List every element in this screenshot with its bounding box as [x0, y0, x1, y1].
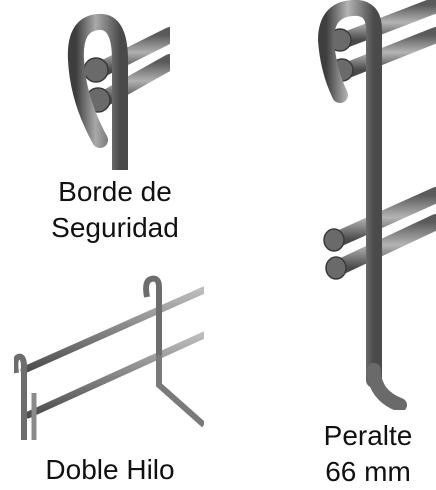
caption-peralte-line1: Peralte	[323, 420, 413, 451]
caption-doble: Doble Hilo	[45, 454, 175, 485]
safety-edge-wire-icon	[67, 13, 170, 170]
double-wire-illustration	[14, 275, 204, 440]
caption-borde-line1: Borde de	[58, 176, 172, 207]
double-wire-icon	[14, 275, 204, 440]
height-profile-wire-icon	[317, 0, 436, 410]
safety-edge-illustration	[60, 0, 170, 170]
caption-borde-line2: Seguridad	[51, 212, 179, 243]
caption-peralte-line2: 66 mm	[325, 456, 411, 487]
caption-borde: Borde de Seguridad	[20, 174, 210, 246]
height-profile-illustration	[300, 0, 436, 410]
caption-peralte: Peralte 66 mm	[300, 418, 436, 490]
